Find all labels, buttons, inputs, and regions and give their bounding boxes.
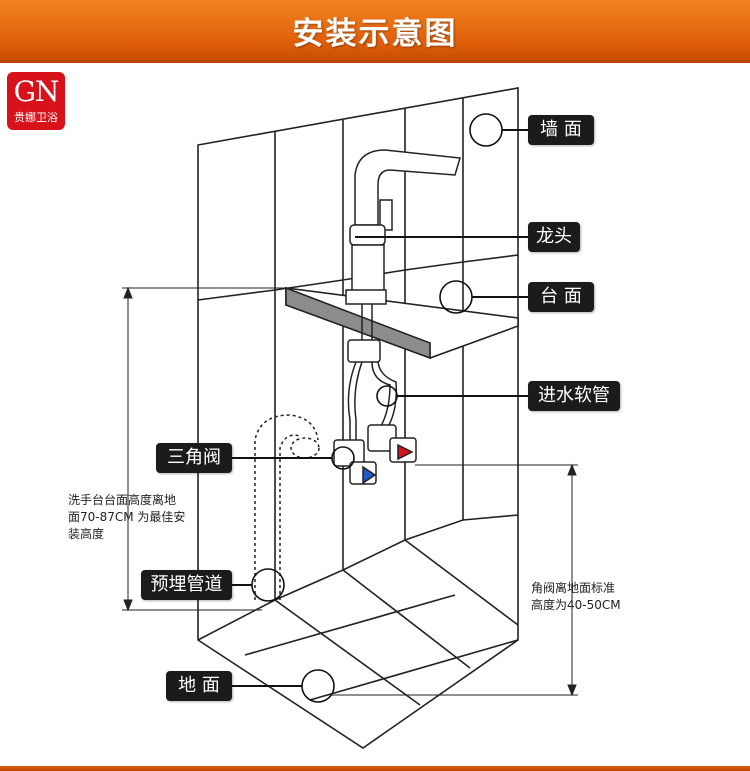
embedded-pipe <box>254 414 320 600</box>
note-basin-line-3: 装高度 <box>68 527 105 541</box>
label-valve: 三角阀 <box>156 443 232 473</box>
right-hose <box>371 361 391 429</box>
note-valve-height: 角阀离地面标准 高度为40-50CM <box>531 580 651 614</box>
wall-marker <box>469 113 503 147</box>
brand-logo: GN 贵娜卫浴 <box>7 72 65 130</box>
footer-bar <box>0 766 750 771</box>
header-banner: 安装示意图 <box>0 0 750 63</box>
note-valve-line-2: 高度为40-50CM <box>531 598 621 612</box>
note-basin-line-2: 面70-87CM 为最佳安 <box>68 510 186 524</box>
label-faucet: 龙头 <box>528 222 580 252</box>
wall-outline <box>197 87 519 749</box>
label-wall: 墙 面 <box>528 115 594 145</box>
label-floor: 地 面 <box>166 671 232 701</box>
note-basin-line-1: 洗手台台面高度离地 <box>68 493 177 507</box>
note-basin-height: 洗手台台面高度离地 面70-87CM 为最佳安 装高度 <box>68 492 218 543</box>
faucet-drawing <box>345 149 461 363</box>
label-pipe: 预埋管道 <box>141 570 232 600</box>
hose-marker <box>376 385 398 407</box>
angle-valve-left <box>333 439 377 485</box>
note-valve-line-1: 角阀离地面标准 <box>531 581 616 595</box>
counter-marker <box>439 280 473 314</box>
logo-mark: GN <box>13 75 60 108</box>
logo-brand-text: 贵娜卫浴 <box>14 111 58 124</box>
label-counter: 台 面 <box>528 282 594 312</box>
angle-valve-right <box>367 424 417 463</box>
cold-indicator <box>362 465 377 485</box>
left-hose <box>347 361 357 440</box>
page-title: 安装示意图 <box>292 16 458 52</box>
label-hose: 进水软管 <box>528 381 620 411</box>
hot-indicator <box>397 443 414 461</box>
pipe-marker <box>251 568 285 602</box>
counter-slab <box>285 286 519 360</box>
